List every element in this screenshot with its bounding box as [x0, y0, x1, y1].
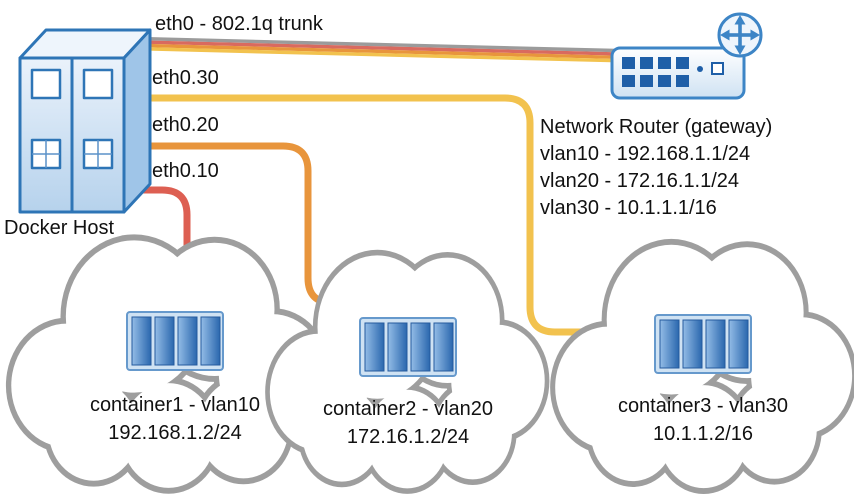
router-led-dot [697, 66, 703, 72]
eth0-30-link [122, 94, 660, 336]
router-crosshair-icon [717, 12, 763, 58]
container-3-icon [654, 314, 752, 374]
router-port-square [711, 62, 724, 75]
trunk-strand-orange [137, 43, 617, 59]
eth0-20-label: eth0.20 [152, 114, 219, 136]
trunk-label: eth0 - 802.1q trunk [155, 13, 324, 35]
eth0-30-label: eth0.30 [152, 67, 219, 89]
container-3-ip: 10.1.1.2/16 [653, 423, 753, 445]
trunk-link [137, 36, 617, 63]
router-icon [610, 12, 763, 100]
router-vlan30: vlan30 - 10.1.1.1/16 [540, 197, 717, 219]
router-vlan20: vlan20 - 172.16.1.1/24 [540, 170, 739, 192]
docker-host-icon [18, 28, 152, 214]
container-2-icon [359, 317, 457, 377]
trunk-strand-yellow [137, 47, 617, 63]
eth0-10-label: eth0.10 [152, 160, 219, 182]
container-2-name: container2 - vlan20 [323, 398, 493, 420]
container-3-name: container3 - vlan30 [618, 395, 788, 417]
trunk-strand-gray [137, 36, 617, 53]
router-title: Network Router (gateway) [540, 116, 772, 138]
router-vlan10: vlan10 - 192.168.1.1/24 [540, 143, 750, 165]
docker-host-label: Docker Host [4, 217, 114, 239]
eth0-10-link [122, 186, 191, 280]
container-1-name: container1 - vlan10 [90, 394, 260, 416]
container-2-ip: 172.16.1.2/24 [347, 426, 469, 448]
container-1-ip: 192.168.1.2/24 [108, 422, 241, 444]
trunk-strand-red [137, 40, 617, 56]
container-1-icon [126, 311, 224, 371]
